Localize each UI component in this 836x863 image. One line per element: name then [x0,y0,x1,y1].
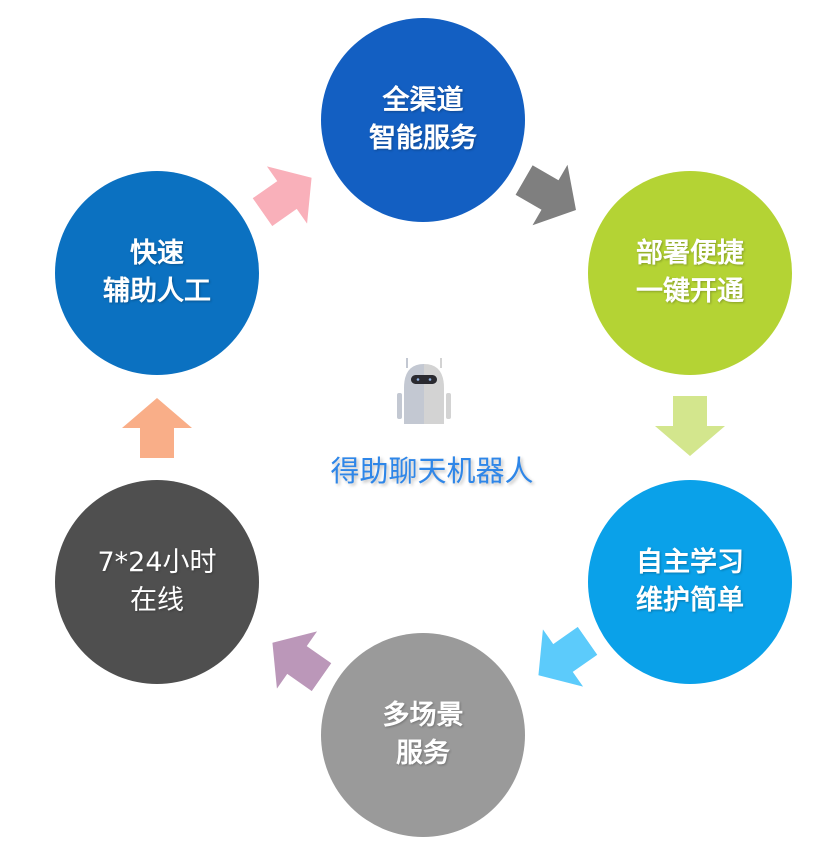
node-label: 维护简单 [636,585,744,616]
node-label: 7*24小时 [97,547,217,578]
node-label: 部署便捷 [636,238,744,269]
node-label: 快速 [130,238,184,269]
node-assist: 快速 辅助人工 [55,171,259,375]
node-label: 在线 [130,585,184,616]
node-online: 7*24小时 在线 [55,480,259,684]
arrow-selflearn-to-multiscene [538,626,598,687]
node-label: 服务 [396,738,450,769]
arrow-assist-to-omnichannel [252,166,312,227]
node-label: 辅助人工 [103,276,211,307]
arrow-deploy-to-selflearn [655,396,725,456]
center-title: 得助聊天机器人 [330,454,534,488]
node-deploy: 部署便捷 一键开通 [588,171,792,375]
node-selflearn: 自主学习 维护简单 [588,480,792,684]
robot-icon [397,358,451,424]
node-label: 一键开通 [636,276,744,307]
arrow-omnichannel-to-deploy [515,164,576,226]
arrow-online-to-assist [122,398,192,458]
node-omnichannel: 全渠道 智能服务 [321,18,525,222]
arrow-multiscene-to-online [272,631,332,692]
node-label: 多场景 [382,700,464,731]
node-label: 智能服务 [369,123,477,154]
node-label: 自主学习 [636,547,744,578]
node-multiscene: 多场景 服务 [321,633,525,837]
node-label: 全渠道 [382,85,464,116]
